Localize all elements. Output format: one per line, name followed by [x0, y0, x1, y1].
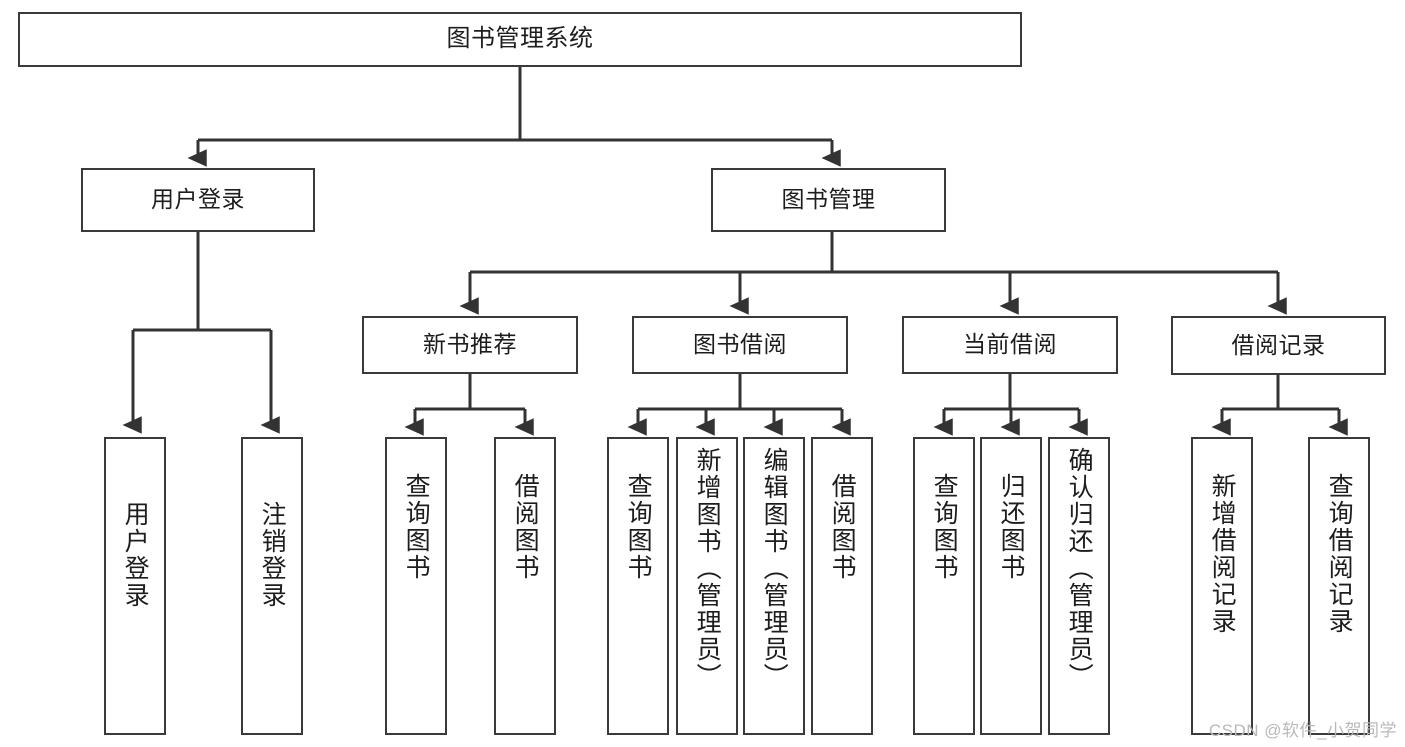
node-label: 确认归还（管理员） — [1065, 447, 1094, 690]
leaf-book-borrow-edit-book-admin[interactable]: 编辑图书（管理员） — [743, 437, 805, 735]
node-label: 查询图书 — [624, 473, 653, 581]
leaf-borrow-record-query-record[interactable]: 查询借阅记录 — [1308, 437, 1370, 735]
node-label: 查询图书 — [402, 473, 431, 581]
node-new-book-recommend[interactable]: 新书推荐 — [362, 316, 578, 374]
node-label: 新增借阅记录 — [1208, 473, 1237, 635]
leaf-new-book-borrow-book[interactable]: 借阅图书 — [494, 437, 556, 735]
node-label: 当前借阅 — [963, 331, 1057, 358]
leaf-current-borrow-return-book[interactable]: 归还图书 — [980, 437, 1042, 735]
node-label: 查询借阅记录 — [1325, 473, 1354, 635]
leaf-current-borrow-confirm-return-admin[interactable]: 确认归还（管理员） — [1048, 437, 1110, 735]
node-borrow-record[interactable]: 借阅记录 — [1171, 316, 1386, 375]
node-label: 编辑图书（管理员） — [760, 447, 789, 690]
leaf-borrow-record-add-record[interactable]: 新增借阅记录 — [1191, 437, 1253, 735]
leaf-new-book-query-book[interactable]: 查询图书 — [385, 437, 447, 735]
leaf-user-login-login[interactable]: 用户登录 — [104, 437, 166, 735]
node-label: 归还图书 — [997, 473, 1026, 581]
node-label: 借阅图书 — [828, 473, 857, 581]
node-user-login[interactable]: 用户登录 — [81, 168, 315, 232]
node-label: 新增图书（管理员） — [693, 447, 722, 690]
node-book-management[interactable]: 图书管理 — [711, 168, 946, 232]
leaf-book-borrow-add-book-admin[interactable]: 新增图书（管理员） — [676, 437, 738, 735]
leaf-book-borrow-query-book[interactable]: 查询图书 — [607, 437, 669, 735]
watermark-text: CSDN @软件_小贺同学 — [1208, 721, 1397, 740]
node-label: 注销登录 — [258, 501, 287, 609]
leaf-current-borrow-query-book[interactable]: 查询图书 — [913, 437, 975, 735]
node-label: 图书借阅 — [693, 331, 787, 358]
node-label: 图书管理系统 — [446, 25, 594, 53]
leaf-user-login-logout[interactable]: 注销登录 — [241, 437, 303, 735]
node-label: 借阅记录 — [1231, 331, 1326, 358]
node-current-borrow[interactable]: 当前借阅 — [902, 316, 1118, 374]
node-label: 新书推荐 — [423, 331, 517, 358]
node-book-borrow[interactable]: 图书借阅 — [632, 316, 848, 374]
node-label: 图书管理 — [781, 186, 876, 213]
node-label: 用户登录 — [121, 501, 150, 609]
node-root-system[interactable]: 图书管理系统 — [18, 12, 1022, 67]
node-label: 借阅图书 — [511, 473, 540, 581]
leaf-book-borrow-borrow-book[interactable]: 借阅图书 — [811, 437, 873, 735]
node-label: 查询图书 — [930, 473, 959, 581]
node-label: 用户登录 — [151, 186, 245, 213]
